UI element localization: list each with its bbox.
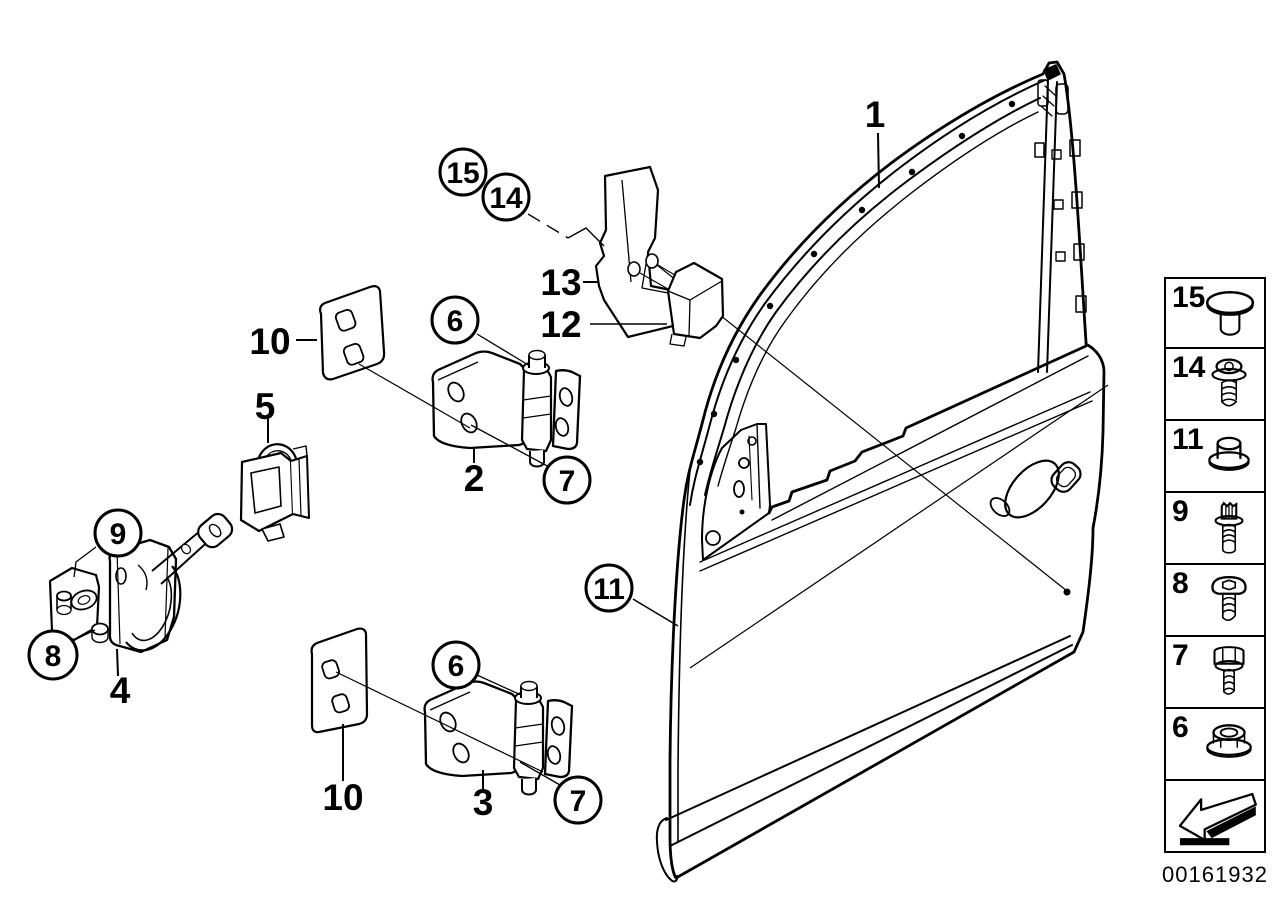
image-id: 00161932 (1162, 862, 1268, 887)
svg-text:11: 11 (593, 573, 625, 606)
frame-rivet-dots (696, 100, 1016, 466)
legend-item-11[interactable]: 11 (1164, 421, 1266, 493)
callout-6-upper[interactable]: 6 (430, 295, 480, 345)
svg-text:8: 8 (45, 640, 62, 673)
label-13[interactable]: 13 (540, 262, 581, 303)
callout-14[interactable]: 14 (481, 172, 531, 222)
label-2[interactable]: 2 (464, 458, 485, 499)
callout-15[interactable]: 15 (438, 147, 488, 197)
blind-plug-icon (1206, 290, 1255, 336)
mirror-triangle (701, 423, 771, 561)
screw-leader-dashed (527, 213, 605, 247)
legend-nav-arrow[interactable] (1164, 781, 1266, 853)
svg-text:7: 7 (570, 785, 587, 818)
lower-hinge-gasket-drawing (310, 627, 369, 734)
frame-tip (1043, 64, 1061, 81)
upper-hinge-gasket-drawing (319, 285, 386, 381)
label-12[interactable]: 12 (540, 304, 581, 345)
label-1[interactable]: 1 (865, 94, 886, 135)
cap-nut-icon (1208, 436, 1250, 471)
label-5[interactable]: 5 (255, 386, 276, 427)
svg-text:9: 9 (110, 518, 127, 551)
legend-item-number: 14 (1172, 351, 1206, 384)
legend-item-number: 15 (1172, 281, 1206, 314)
legend-item-9[interactable]: 9 (1164, 493, 1266, 565)
callout-6-lower[interactable]: 6 (431, 640, 481, 690)
svg-text:6: 6 (448, 650, 465, 683)
lower-hinge-drawing (423, 680, 574, 796)
screw-icon (1211, 358, 1247, 407)
door-outline (668, 60, 1106, 880)
door-check-receptacle-drawing (239, 443, 310, 542)
legend-item-7[interactable]: 7 (1164, 637, 1266, 709)
molding-end-cap (655, 817, 679, 883)
front-door-drawing (655, 60, 1106, 883)
svg-text:15: 15 (446, 157, 479, 190)
callout-9[interactable]: 9 (93, 508, 143, 558)
legend-item-number: 7 (1172, 639, 1189, 672)
callout-8[interactable]: 8 (27, 629, 79, 681)
flange-nut-icon (1206, 724, 1252, 758)
svg-text:6: 6 (447, 305, 464, 338)
callout-11[interactable]: 11 (584, 563, 634, 613)
window-sill (767, 344, 1088, 515)
legend-item-number: 11 (1172, 423, 1204, 456)
legend-item-6[interactable]: 6 (1164, 709, 1266, 781)
torx-bolt-icon (1214, 501, 1244, 554)
label-3[interactable]: 3 (473, 782, 494, 823)
fastener-legend: 15 14 11 9 (1164, 277, 1266, 853)
label-10-lower[interactable]: 10 (322, 777, 363, 818)
reference-lines (656, 264, 1109, 669)
svg-text:7: 7 (559, 465, 576, 498)
leader-lines (71, 132, 880, 789)
callout-7-upper[interactable]: 7 (542, 455, 592, 505)
upper-hinge-drawing (431, 349, 582, 468)
legend-item-14[interactable]: 14 (1164, 349, 1266, 421)
bracket-cover-drawing (666, 261, 725, 347)
legend-item-8[interactable]: 8 (1164, 565, 1266, 637)
legend-item-15[interactable]: 15 (1164, 277, 1266, 349)
legend-item-number: 9 (1172, 495, 1189, 528)
label-4[interactable]: 4 (110, 670, 131, 711)
legend-item-number: 6 (1172, 711, 1189, 744)
svg-text:14: 14 (489, 182, 523, 215)
callout-7-lower[interactable]: 7 (553, 775, 603, 825)
hex-bolt-icon (1213, 646, 1245, 695)
door-handle-recess (989, 459, 1082, 519)
door-brake-drawing (48, 512, 234, 654)
back-arrow-icon (1178, 792, 1257, 846)
label-10-upper[interactable]: 10 (249, 321, 290, 362)
legend-item-number: 8 (1172, 567, 1189, 600)
countersunk-bolt-icon (1211, 576, 1247, 621)
